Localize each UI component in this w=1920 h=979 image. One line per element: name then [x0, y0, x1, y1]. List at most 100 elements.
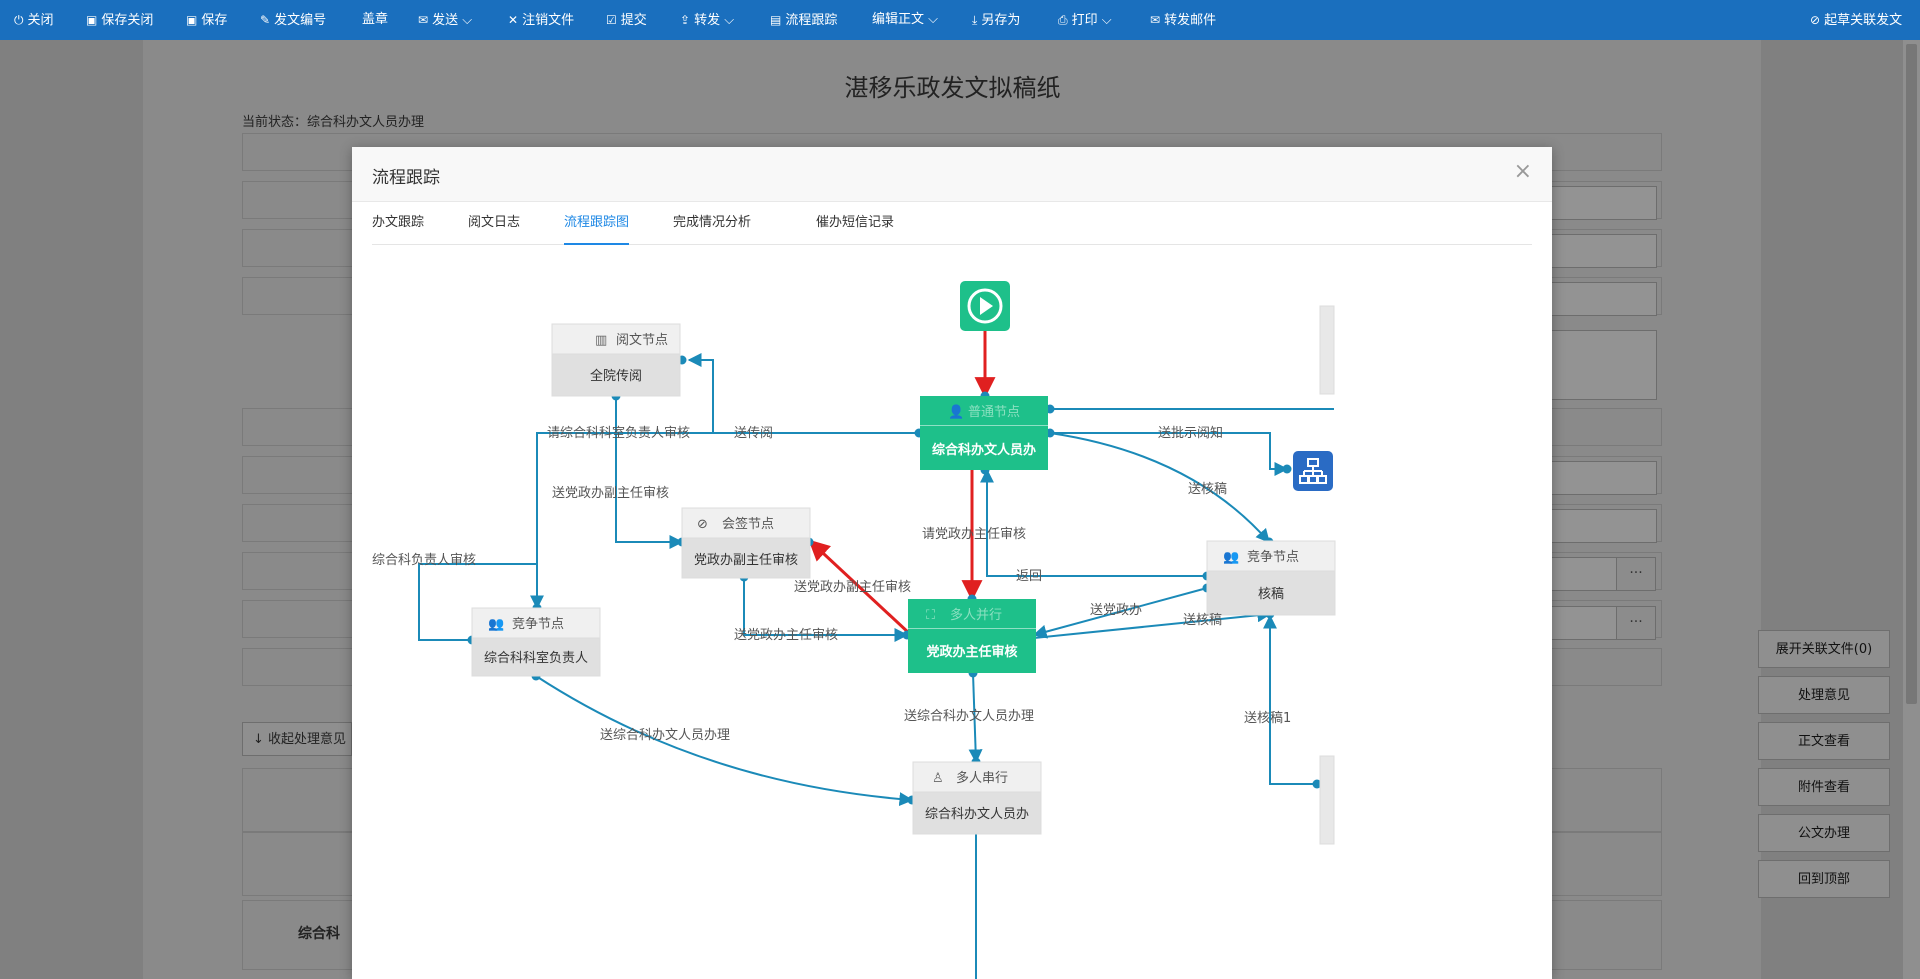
stamp-button[interactable]: 盖章: [362, 12, 389, 27]
back-to-top-button[interactable]: 回到顶部: [1758, 860, 1890, 898]
dialog-header: 流程跟踪 ×: [352, 147, 1552, 202]
more-button[interactable]: ···: [1616, 557, 1656, 591]
node-name: 综合科科室负责人: [484, 650, 588, 666]
mail-icon: ✉: [418, 13, 429, 27]
save-as-button[interactable]: ⤓另存为: [972, 0, 1020, 40]
view-attachment-button[interactable]: 附件查看: [1758, 768, 1890, 806]
tab-doc-track[interactable]: 办文跟踪: [372, 215, 425, 230]
flow-diagram: ▥ 阅文节点 全院传阅 👤 普通节点 综合科办文人员办 ⊘ 会签节点 党政办副主…: [352, 244, 1552, 979]
group-icon: ⛶: [925, 608, 936, 623]
share-icon: ⇪: [680, 13, 691, 27]
edge-parallel-to-serial: [968, 672, 983, 764]
edge-compete-to-parallel: [1032, 587, 1208, 639]
download-icon: ⤓: [972, 13, 978, 27]
handle-document-button[interactable]: 公文办理: [1758, 814, 1890, 852]
edge-compete-left-to-serial: [535, 675, 914, 807]
print-button[interactable]: ⎙打印 ⌵: [1058, 0, 1112, 40]
expand-related-files-button[interactable]: 展开关联文件(0): [1758, 630, 1890, 668]
forward-mail-button[interactable]: ✉转发邮件: [1150, 0, 1216, 40]
tab-completion-analysis[interactable]: 完成情况分析: [673, 215, 752, 230]
row-label: 综合科: [298, 926, 340, 942]
edge-normal-to-compete-left: [530, 432, 919, 610]
edge-to-compete-right-2: [1263, 614, 1317, 785]
book-icon: ▥: [595, 333, 607, 348]
node-name: 全院传阅: [590, 368, 642, 384]
send-button[interactable]: ✉发送 ⌵: [418, 0, 472, 40]
flow-diagram-svg: ▥ 阅文节点 全院传阅 👤 普通节点 综合科办文人员办 ⊘ 会签节点 党政办副主…: [372, 281, 1336, 979]
edge-return: [980, 468, 1207, 577]
edge-label: 送党政办副主任审核: [794, 580, 911, 595]
flow-node-serial: ♙ 多人串行 综合科办文人员办: [912, 761, 1042, 835]
edge-to-sub-flow: [1050, 432, 1289, 476]
list-icon: ▤: [770, 13, 782, 27]
cancel-file-button[interactable]: ✕注销文件: [508, 0, 574, 40]
tab-sms-records[interactable]: 催办短信记录: [816, 215, 895, 230]
flow-node-compete-right: 👥 竞争节点 核稿: [1206, 540, 1336, 616]
chevron-down-icon: ⌵: [724, 13, 735, 28]
node-type: 多人串行: [956, 770, 1008, 786]
current-status: 当前状态：综合科办文人员办理: [242, 115, 425, 130]
view-body-button[interactable]: 正文查看: [1758, 722, 1890, 760]
edge-label: 返回: [1016, 569, 1042, 584]
dialog-title: 流程跟踪: [372, 168, 440, 188]
edge-label: 送核稿1: [1244, 710, 1291, 726]
opinion-button[interactable]: 处理意见: [1758, 676, 1890, 714]
node-type: 阅文节点: [616, 333, 668, 348]
forward-button[interactable]: ⇪转发 ⌵: [680, 0, 734, 40]
flow-track-button[interactable]: ▤流程跟踪: [770, 0, 837, 40]
node-type: 会签节点: [722, 516, 774, 532]
close-button[interactable]: ⏻关闭: [14, 0, 54, 40]
node-name: 党政办主任审核: [926, 644, 1017, 660]
edge-label: 送核稿: [1183, 612, 1222, 628]
arrow-down-icon: ↓: [253, 732, 264, 747]
edge-cosign-to-parallel: [743, 577, 909, 642]
link-icon: ⊘: [1810, 13, 1821, 27]
document-title: 湛移乐政发文拟稿纸: [844, 74, 1061, 102]
tab-flow-chart[interactable]: 流程跟踪图: [564, 201, 630, 245]
flow-node-normal: 👤 普通节点 综合科办文人员办: [920, 396, 1048, 470]
edit-body-button[interactable]: 编辑正文 ⌵: [872, 12, 939, 27]
flow-node-partial-top: [1319, 305, 1335, 395]
edge-label: 请综合科科室负责人审核: [547, 425, 690, 441]
edge-label: 送综合科办文人员办理: [904, 709, 1034, 724]
node-name: 核稿: [1258, 586, 1284, 602]
save-button[interactable]: ▣保存: [186, 0, 227, 40]
flow-node-read: ▥ 阅文节点 全院传阅: [551, 323, 681, 397]
edge-parallel-to-cosign: [808, 539, 912, 636]
save-close-icon: ▣: [86, 13, 98, 27]
node-name: 党政办副主任审核: [694, 553, 798, 568]
save-close-button[interactable]: ▣保存关闭: [86, 0, 153, 40]
user-icon: 👤: [948, 404, 964, 420]
collapse-opinions-button[interactable]: ↓ 收起处理意见: [242, 722, 352, 756]
more-button[interactable]: ···: [1616, 606, 1656, 640]
dialog-tabs: 办文跟踪 阅文日志 流程跟踪图 完成情况分析 催办短信记录: [372, 201, 1532, 245]
chevron-down-icon: ⌵: [1101, 13, 1112, 28]
flow-node-partial-bottom: [1319, 755, 1335, 845]
close-icon: ✕: [508, 13, 519, 27]
edge-to-compete-right: [1049, 432, 1270, 544]
doc-number-button[interactable]: ✎发文编号: [260, 0, 326, 40]
edge-to-read: [687, 353, 919, 434]
submit-button[interactable]: ☑提交: [606, 0, 647, 40]
edge-label: 送党政办副主任审核: [552, 486, 669, 501]
power-icon: ⏻: [14, 13, 24, 27]
page-scrollbar-thumb[interactable]: [1906, 44, 1917, 704]
node-name: 综合科办文人员办: [932, 442, 1036, 458]
flow-node-parallel: ⛶ 多人并行 党政办主任审核: [908, 599, 1036, 673]
flow-track-dialog: 流程跟踪 × 办文跟踪 阅文日志 流程跟踪图 完成情况分析 催办短信记录: [352, 147, 1552, 979]
close-icon[interactable]: ×: [1513, 159, 1532, 184]
play-icon: [980, 297, 993, 315]
edge-read-to-cosign: [615, 396, 684, 549]
edge-label: 送核稿: [1188, 481, 1227, 497]
draft-related-button[interactable]: ⊘起草关联发文: [1810, 0, 1902, 40]
print-icon: ⎙: [1058, 13, 1068, 27]
node-type: 竞争节点: [512, 616, 564, 632]
node-type: 普通节点: [968, 405, 1020, 420]
mail-icon: ✉: [1150, 13, 1161, 27]
org-chart-icon: [1299, 458, 1327, 484]
edge-label: 送党政办: [1090, 603, 1142, 618]
tab-read-log[interactable]: 阅文日志: [468, 215, 521, 230]
chevron-down-icon: ⌵: [462, 13, 473, 28]
node-type: 多人并行: [950, 607, 1002, 623]
sub-flow-node: [1293, 451, 1333, 491]
